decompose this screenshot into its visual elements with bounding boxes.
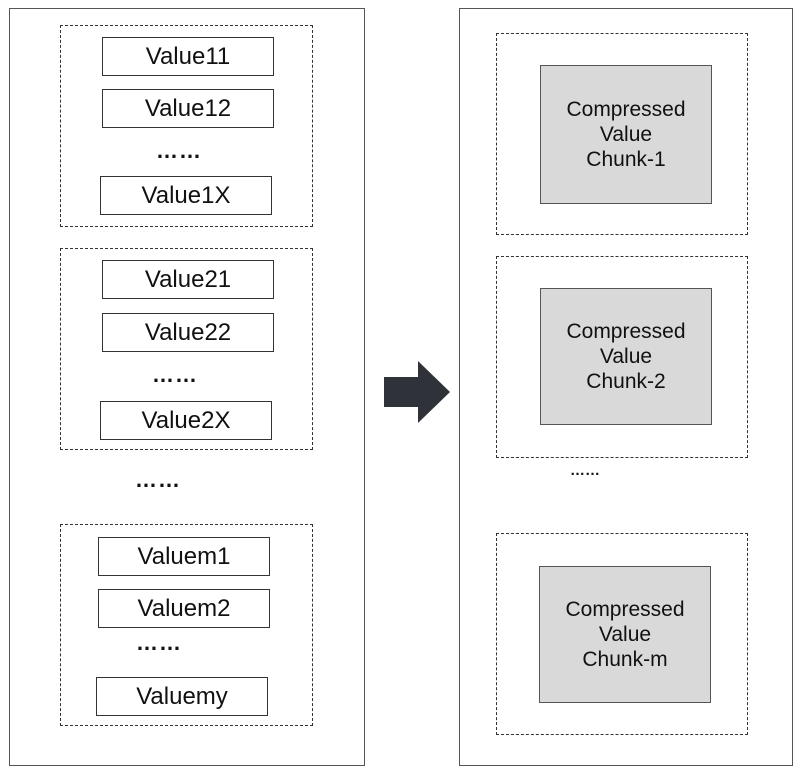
compressed-chunk: Compressed Value Chunk-2 xyxy=(540,288,712,425)
chunk-group-m xyxy=(496,533,748,735)
right-arrow-icon xyxy=(384,361,450,423)
value-box: Valuem2 xyxy=(98,589,270,628)
ellipsis-between-groups: …… xyxy=(135,467,181,492)
compressed-chunk: Compressed Value Chunk-1 xyxy=(540,65,712,204)
chunk-group-2 xyxy=(496,256,748,458)
value-group-2 xyxy=(60,248,313,450)
ellipsis: …… xyxy=(152,362,198,387)
ellipsis-between-chunks: …… xyxy=(570,462,600,479)
value-box: Valuemy xyxy=(96,677,268,716)
value-box: Valuem1 xyxy=(98,537,270,576)
value-group-1 xyxy=(60,25,313,227)
ellipsis: …… xyxy=(136,630,182,655)
ellipsis: …… xyxy=(156,138,202,163)
value-group-m xyxy=(60,524,313,726)
value-box: Value12 xyxy=(102,89,274,128)
value-box: Value2X xyxy=(100,401,272,440)
compressed-chunk: Compressed Value Chunk-m xyxy=(539,566,711,703)
chunk-group-1 xyxy=(496,33,748,235)
value-box: Value1X xyxy=(100,176,272,215)
value-box: Value21 xyxy=(102,260,274,299)
value-box: Value22 xyxy=(102,313,274,352)
raw-values-panel xyxy=(9,8,365,766)
value-box: Value11 xyxy=(102,37,274,76)
